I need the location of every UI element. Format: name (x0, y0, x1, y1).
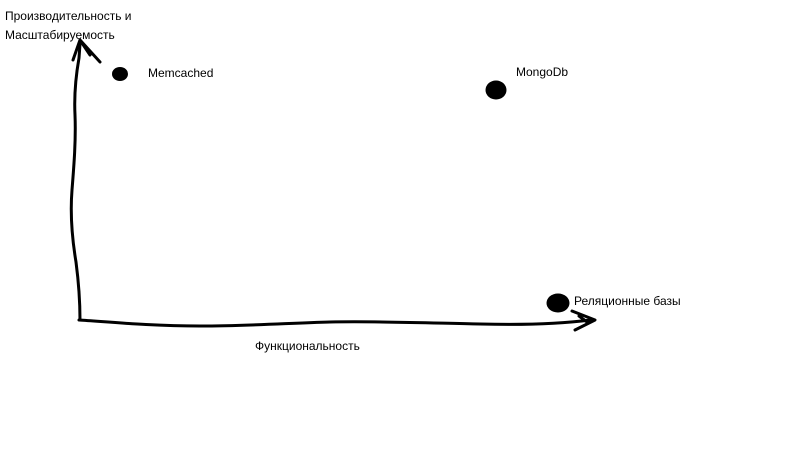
mongodb-point (485, 80, 507, 100)
relational-db-label: Реляционные базы (574, 294, 681, 308)
y-axis-label: Производительность и Масштабируемость (5, 7, 132, 45)
y-axis-label-line1: Производительность и (5, 9, 132, 23)
y-axis-label-line2: Масштабируемость (5, 28, 115, 42)
relational-db-point (546, 293, 570, 313)
x-axis-label: Функциональность (255, 339, 360, 353)
y-axis-line (69, 42, 82, 322)
x-axis-line (77, 318, 592, 328)
x-axis-arrowhead (570, 309, 597, 332)
memcached-label: Memcached (148, 66, 214, 80)
y-axis-arrowhead (71, 38, 102, 64)
memcached-point (112, 67, 128, 81)
mongodb-label: MongoDb (516, 65, 569, 79)
